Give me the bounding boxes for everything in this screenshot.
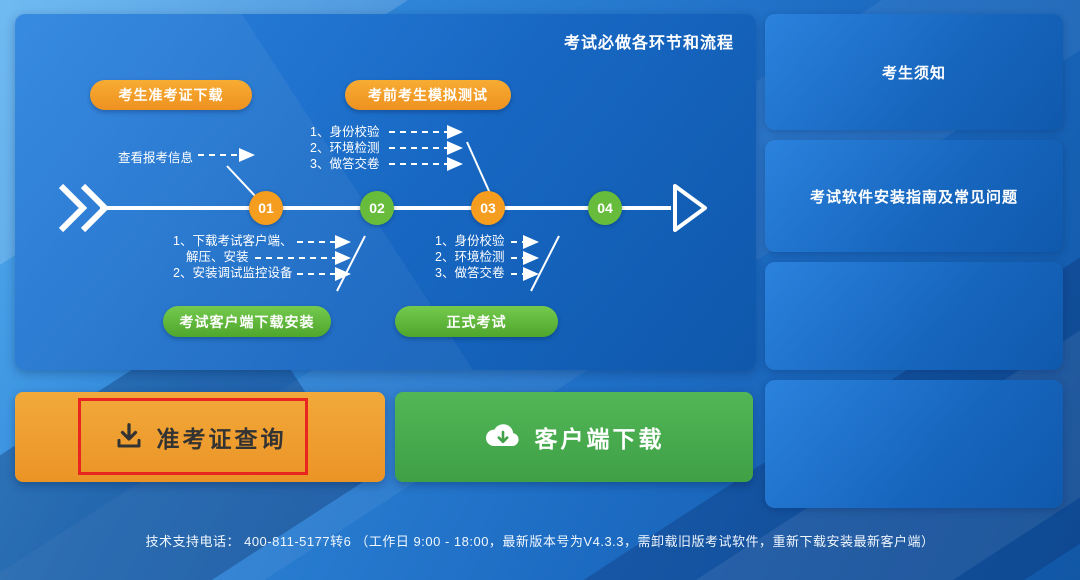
list-item: 2、环境检测 bbox=[310, 141, 380, 155]
client-download-label: 客户端下载 bbox=[534, 426, 665, 452]
list-item: 3、做答交卷 bbox=[435, 266, 505, 280]
list-item: 1、身份校验 bbox=[435, 234, 505, 248]
client-download-button[interactable]: 客户端下载 bbox=[395, 392, 753, 482]
list-item: 解压、安装 bbox=[186, 250, 249, 264]
view-info-label: 查看报考信息 bbox=[118, 151, 194, 165]
sidebar-item-install-guide[interactable]: 考试软件安装指南及常见问题 bbox=[765, 140, 1063, 252]
badge-admit-card-download: 考生准考证下载 bbox=[90, 80, 252, 110]
sidebar-item-label: 考试软件安装指南及常见问题 bbox=[809, 188, 1018, 206]
sidebar-item-candidate-notice[interactable]: 考生须知 bbox=[765, 14, 1063, 130]
admit-card-query-button[interactable]: 准考证查询 bbox=[15, 392, 385, 482]
formal-exam-steps: 1、身份校验 2、环境检测 3、做答交卷 bbox=[435, 233, 504, 281]
list-item: 2、环境检测 bbox=[435, 250, 505, 264]
step-04: 04 bbox=[588, 191, 622, 225]
chevron-icon bbox=[58, 183, 88, 233]
list-item: 2、安装调试监控设备 bbox=[173, 266, 293, 280]
timeline-arrowhead-icon bbox=[673, 184, 707, 232]
step-01: 01 bbox=[249, 191, 283, 225]
list-item: 1、下载考试客户端、 bbox=[173, 234, 293, 248]
step-02: 02 bbox=[360, 191, 394, 225]
client-install-steps: 1、下载考试客户端、 解压、安装 2、安装调试监控设备 bbox=[173, 233, 292, 281]
sidebar-item-label: 考生须知 bbox=[881, 64, 946, 82]
sidebar-item-blank-1[interactable] bbox=[765, 262, 1063, 370]
download-icon bbox=[114, 421, 144, 454]
list-item: 3、做答交卷 bbox=[310, 157, 380, 171]
list-item: 1、身份校验 bbox=[310, 125, 380, 139]
flow-connectors bbox=[58, 125, 707, 292]
badge-client-install: 考试客户端下载安装 bbox=[163, 306, 331, 337]
admit-query-label: 准考证查询 bbox=[156, 426, 287, 452]
badge-formal-exam: 正式考试 bbox=[395, 306, 558, 337]
cloud-download-icon bbox=[484, 422, 522, 453]
step-03: 03 bbox=[471, 191, 505, 225]
support-footer: 技术支持电话： 400-811-5177转6 （工作日 9:00 - 18:00… bbox=[0, 531, 1080, 550]
badge-mock-test: 考前考生模拟测试 bbox=[345, 80, 511, 110]
exam-flow-panel: 考试必做各环节和流程 bbox=[15, 14, 756, 370]
mock-test-steps: 1、身份校验 2、环境检测 3、做答交卷 bbox=[310, 124, 379, 172]
support-text: 技术支持电话： 400-811-5177转6 （工作日 9:00 - 18:00… bbox=[145, 534, 935, 549]
chevron-icon bbox=[80, 183, 110, 233]
sidebar-item-blank-2[interactable] bbox=[765, 380, 1063, 508]
flow-panel-title: 考试必做各环节和流程 bbox=[563, 35, 734, 52]
